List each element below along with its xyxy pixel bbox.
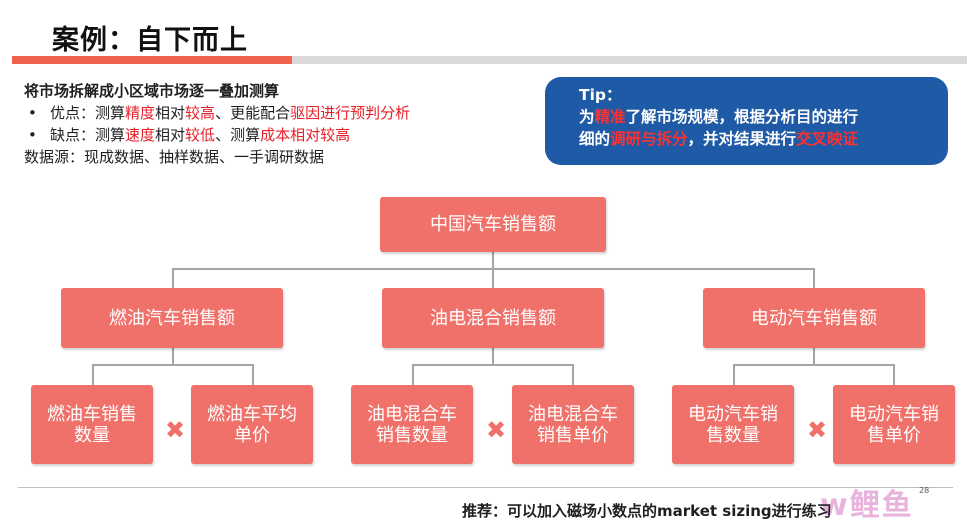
footer-divider [18, 487, 953, 488]
tree-branch-node-fuel: 燃油汽车销售额 [61, 288, 283, 348]
title-underline [12, 56, 967, 64]
cons-text: 缺点：测算 [50, 126, 126, 144]
tip-text: 为 [579, 108, 595, 126]
tree-leaf-node-electric-price: 电动汽车销 售单价 [833, 385, 955, 464]
multiply-icon: ✖ [486, 416, 507, 444]
watermark-logo: w鲤鱼 [820, 488, 914, 523]
tree-branch-node-hybrid: 油电混合销售额 [382, 288, 604, 348]
connector-branch-3-down [813, 348, 815, 365]
connector-leaf-1b-up [252, 364, 254, 385]
cons-text: 、测算 [215, 126, 261, 144]
multiply-icon: ✖ [165, 416, 186, 444]
tip-text: 细的 [579, 130, 611, 148]
connector-root-down [492, 252, 494, 269]
tip-line-2: 细的调研与拆分，并对结果进行交叉映证 [579, 128, 948, 150]
connector-leaf-3a-up [733, 364, 735, 385]
tip-text: 调研与拆分 [610, 130, 688, 148]
tree-branch-node-electric: 电动汽车销售额 [703, 288, 925, 348]
cons-line: 缺点：测算速度相对较低、测算成本相对较高 [24, 124, 410, 146]
connector-branch-3-up [813, 268, 815, 288]
page-number: 28 [919, 486, 930, 495]
connector-leaf-2b-up [572, 364, 574, 385]
tree-leaf-node-fuel-price: 燃油车平均 单价 [191, 385, 313, 464]
pros-text: 驱因进行预判分析 [290, 104, 411, 122]
page-title: 案例：自下而上 [52, 25, 248, 56]
cons-text: 相对 [155, 126, 186, 144]
tree-leaf-node-fuel-quantity: 燃油车销售 数量 [31, 385, 153, 464]
tree-leaf-node-electric-quantity: 电动汽车销 售数量 [672, 385, 794, 464]
connector-branch-3-horizontal [733, 364, 895, 366]
tip-text: 了解市场规模，根据分析目的进行 [625, 108, 859, 126]
tree-root-node: 中国汽车销售额 [380, 197, 606, 252]
tree-leaf-node-hybrid-price: 油电混合车 销售单价 [512, 385, 634, 464]
multiply-icon: ✖ [807, 416, 828, 444]
title-underline-accent [12, 56, 292, 64]
cons-text: 成本相对较高 [260, 126, 351, 144]
connector-branch-1-up [172, 268, 174, 288]
tip-text: 精准 [594, 108, 626, 126]
tip-label: Tip： [579, 86, 622, 104]
connector-branch-2-up [492, 268, 494, 288]
tree-leaf-node-hybrid-quantity: 油电混合车 销售数量 [351, 385, 473, 464]
footer-recommendation: 推荐：可以加入磁场小数点的market sizing进行练习 [462, 502, 832, 520]
connector-leaf-1a-up [92, 364, 94, 385]
connector-leaf-3b-up [893, 364, 895, 385]
connector-branch-2-horizontal [412, 364, 574, 366]
connector-branch-1-down [172, 348, 174, 365]
pros-line: 优点：测算精度相对较高、更能配合驱因进行预判分析 [24, 102, 410, 124]
connector-branch-1-horizontal [92, 364, 254, 366]
connector-leaf-2a-up [412, 364, 414, 385]
tip-box: Tip： 为精准了解市场规模，根据分析目的进行 细的调研与拆分，并对结果进行交叉… [545, 77, 948, 165]
tip-text: ，并对结果进行 [687, 130, 797, 148]
pros-text: 较高 [185, 104, 216, 122]
pros-text: 精度 [125, 104, 156, 122]
cons-text: 速度 [125, 126, 156, 144]
connector-branch-2-down [492, 348, 494, 365]
tip-text: 交叉映证 [796, 130, 859, 148]
tip-line-1: 为精准了解市场规模，根据分析目的进行 [579, 106, 948, 128]
description-block: 将市场拆解成小区域市场逐一叠加测算 优点：测算精度相对较高、更能配合驱因进行预判… [24, 80, 410, 168]
pros-text: 、更能配合 [215, 104, 291, 122]
cons-text: 较低 [185, 126, 216, 144]
pros-text: 优点：测算 [50, 104, 126, 122]
description-heading: 将市场拆解成小区域市场逐一叠加测算 [24, 82, 280, 100]
pros-text: 相对 [155, 104, 186, 122]
data-source-line: 数据源：现成数据、抽样数据、一手调研数据 [24, 148, 325, 166]
